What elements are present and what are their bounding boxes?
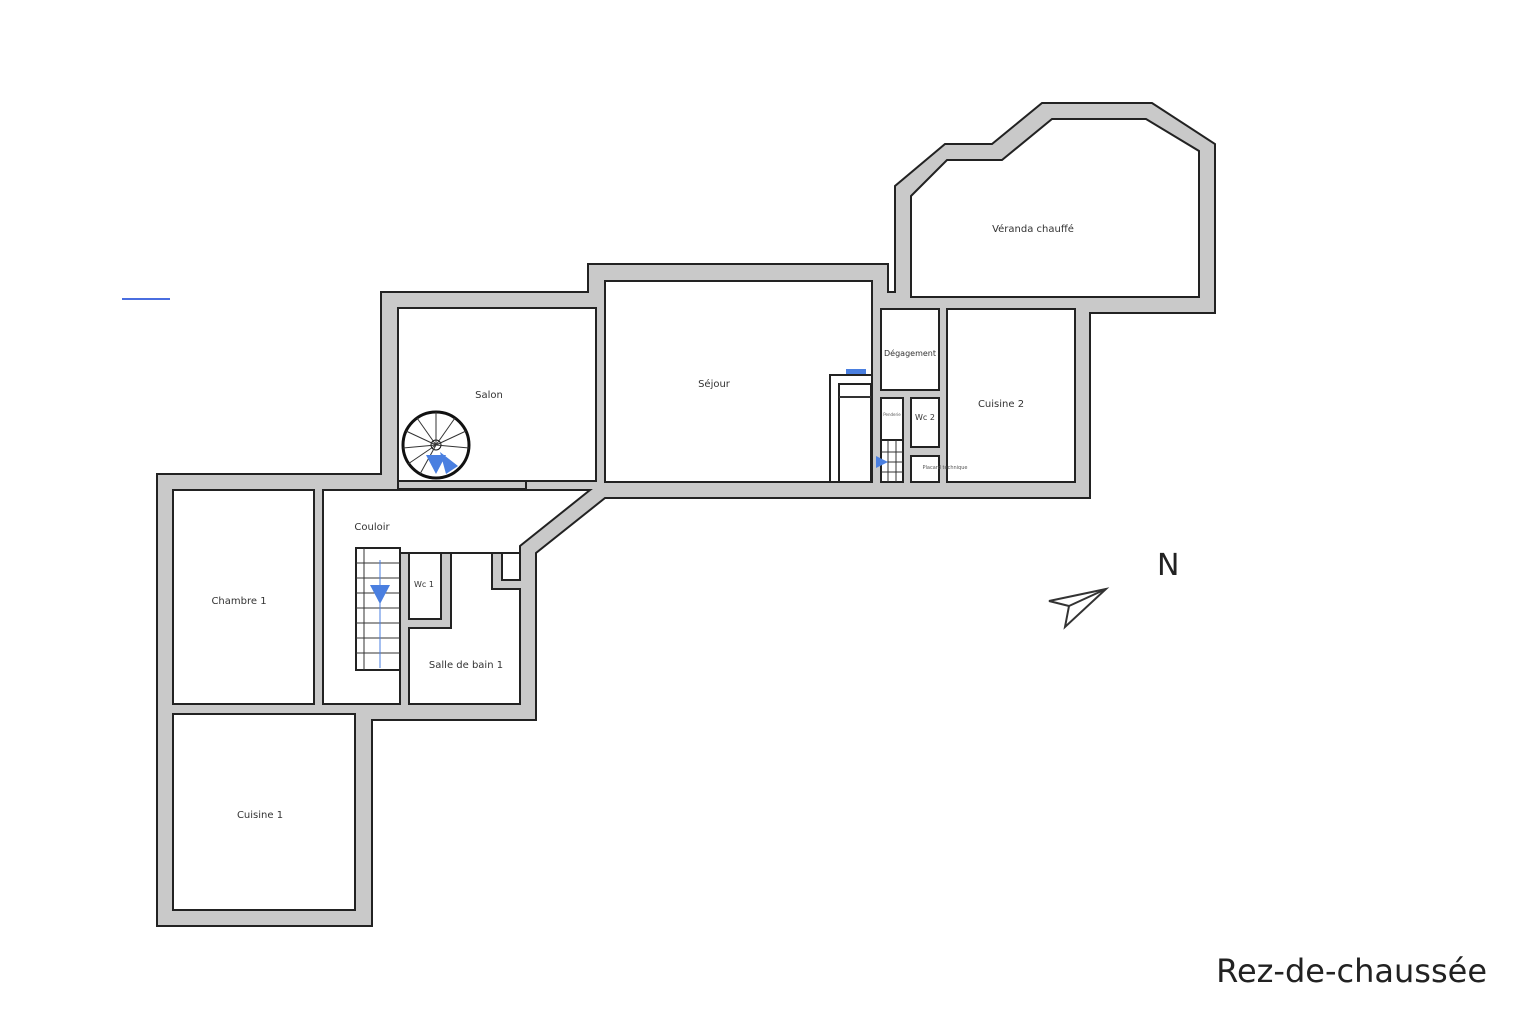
stair-marker-top (846, 369, 866, 374)
room-sejour (604, 280, 873, 483)
label-wc1: Wc 1 (414, 580, 434, 589)
label-cuisine1: Cuisine 1 (237, 810, 283, 821)
straight-stair (355, 547, 401, 671)
room-wc1 (408, 552, 442, 620)
room-chambre1 (172, 489, 315, 705)
small-stair-arrow (876, 456, 888, 468)
label-salon: Salon (475, 390, 503, 401)
label-cuisine2: Cuisine 2 (978, 399, 1024, 410)
room-small-closet (501, 552, 521, 581)
label-sejour: Séjour (698, 378, 731, 390)
room-cuisine1 (172, 713, 356, 911)
label-couloir: Couloir (354, 522, 390, 533)
label-degagement: Dégagement (884, 348, 936, 358)
label-placard: Placard technique (923, 465, 968, 471)
compass-arrow-icon (1048, 587, 1110, 630)
room-penderie (880, 397, 904, 441)
room-cuisine2 (946, 308, 1076, 483)
room-placard (910, 455, 940, 483)
room-salle-de-bain (408, 552, 521, 705)
room-degagement (880, 308, 940, 391)
label-salle-de-bain: Salle de bain 1 (429, 660, 503, 671)
room-veranda (910, 118, 1200, 298)
label-veranda: Véranda chauffé (992, 223, 1074, 235)
floor-title: Rez-de-chaussée (1216, 952, 1487, 990)
room-stair-inner (838, 383, 872, 483)
salon-threshold (397, 480, 527, 490)
label-penderie: Penderie (883, 412, 901, 417)
room-wc2 (910, 397, 940, 448)
compass-letter: N (1157, 548, 1179, 583)
stair-marker-top-b (839, 396, 871, 398)
label-chambre1: Chambre 1 (211, 596, 266, 607)
spiral-stair (401, 410, 471, 480)
label-wc2: Wc 2 (915, 413, 935, 422)
